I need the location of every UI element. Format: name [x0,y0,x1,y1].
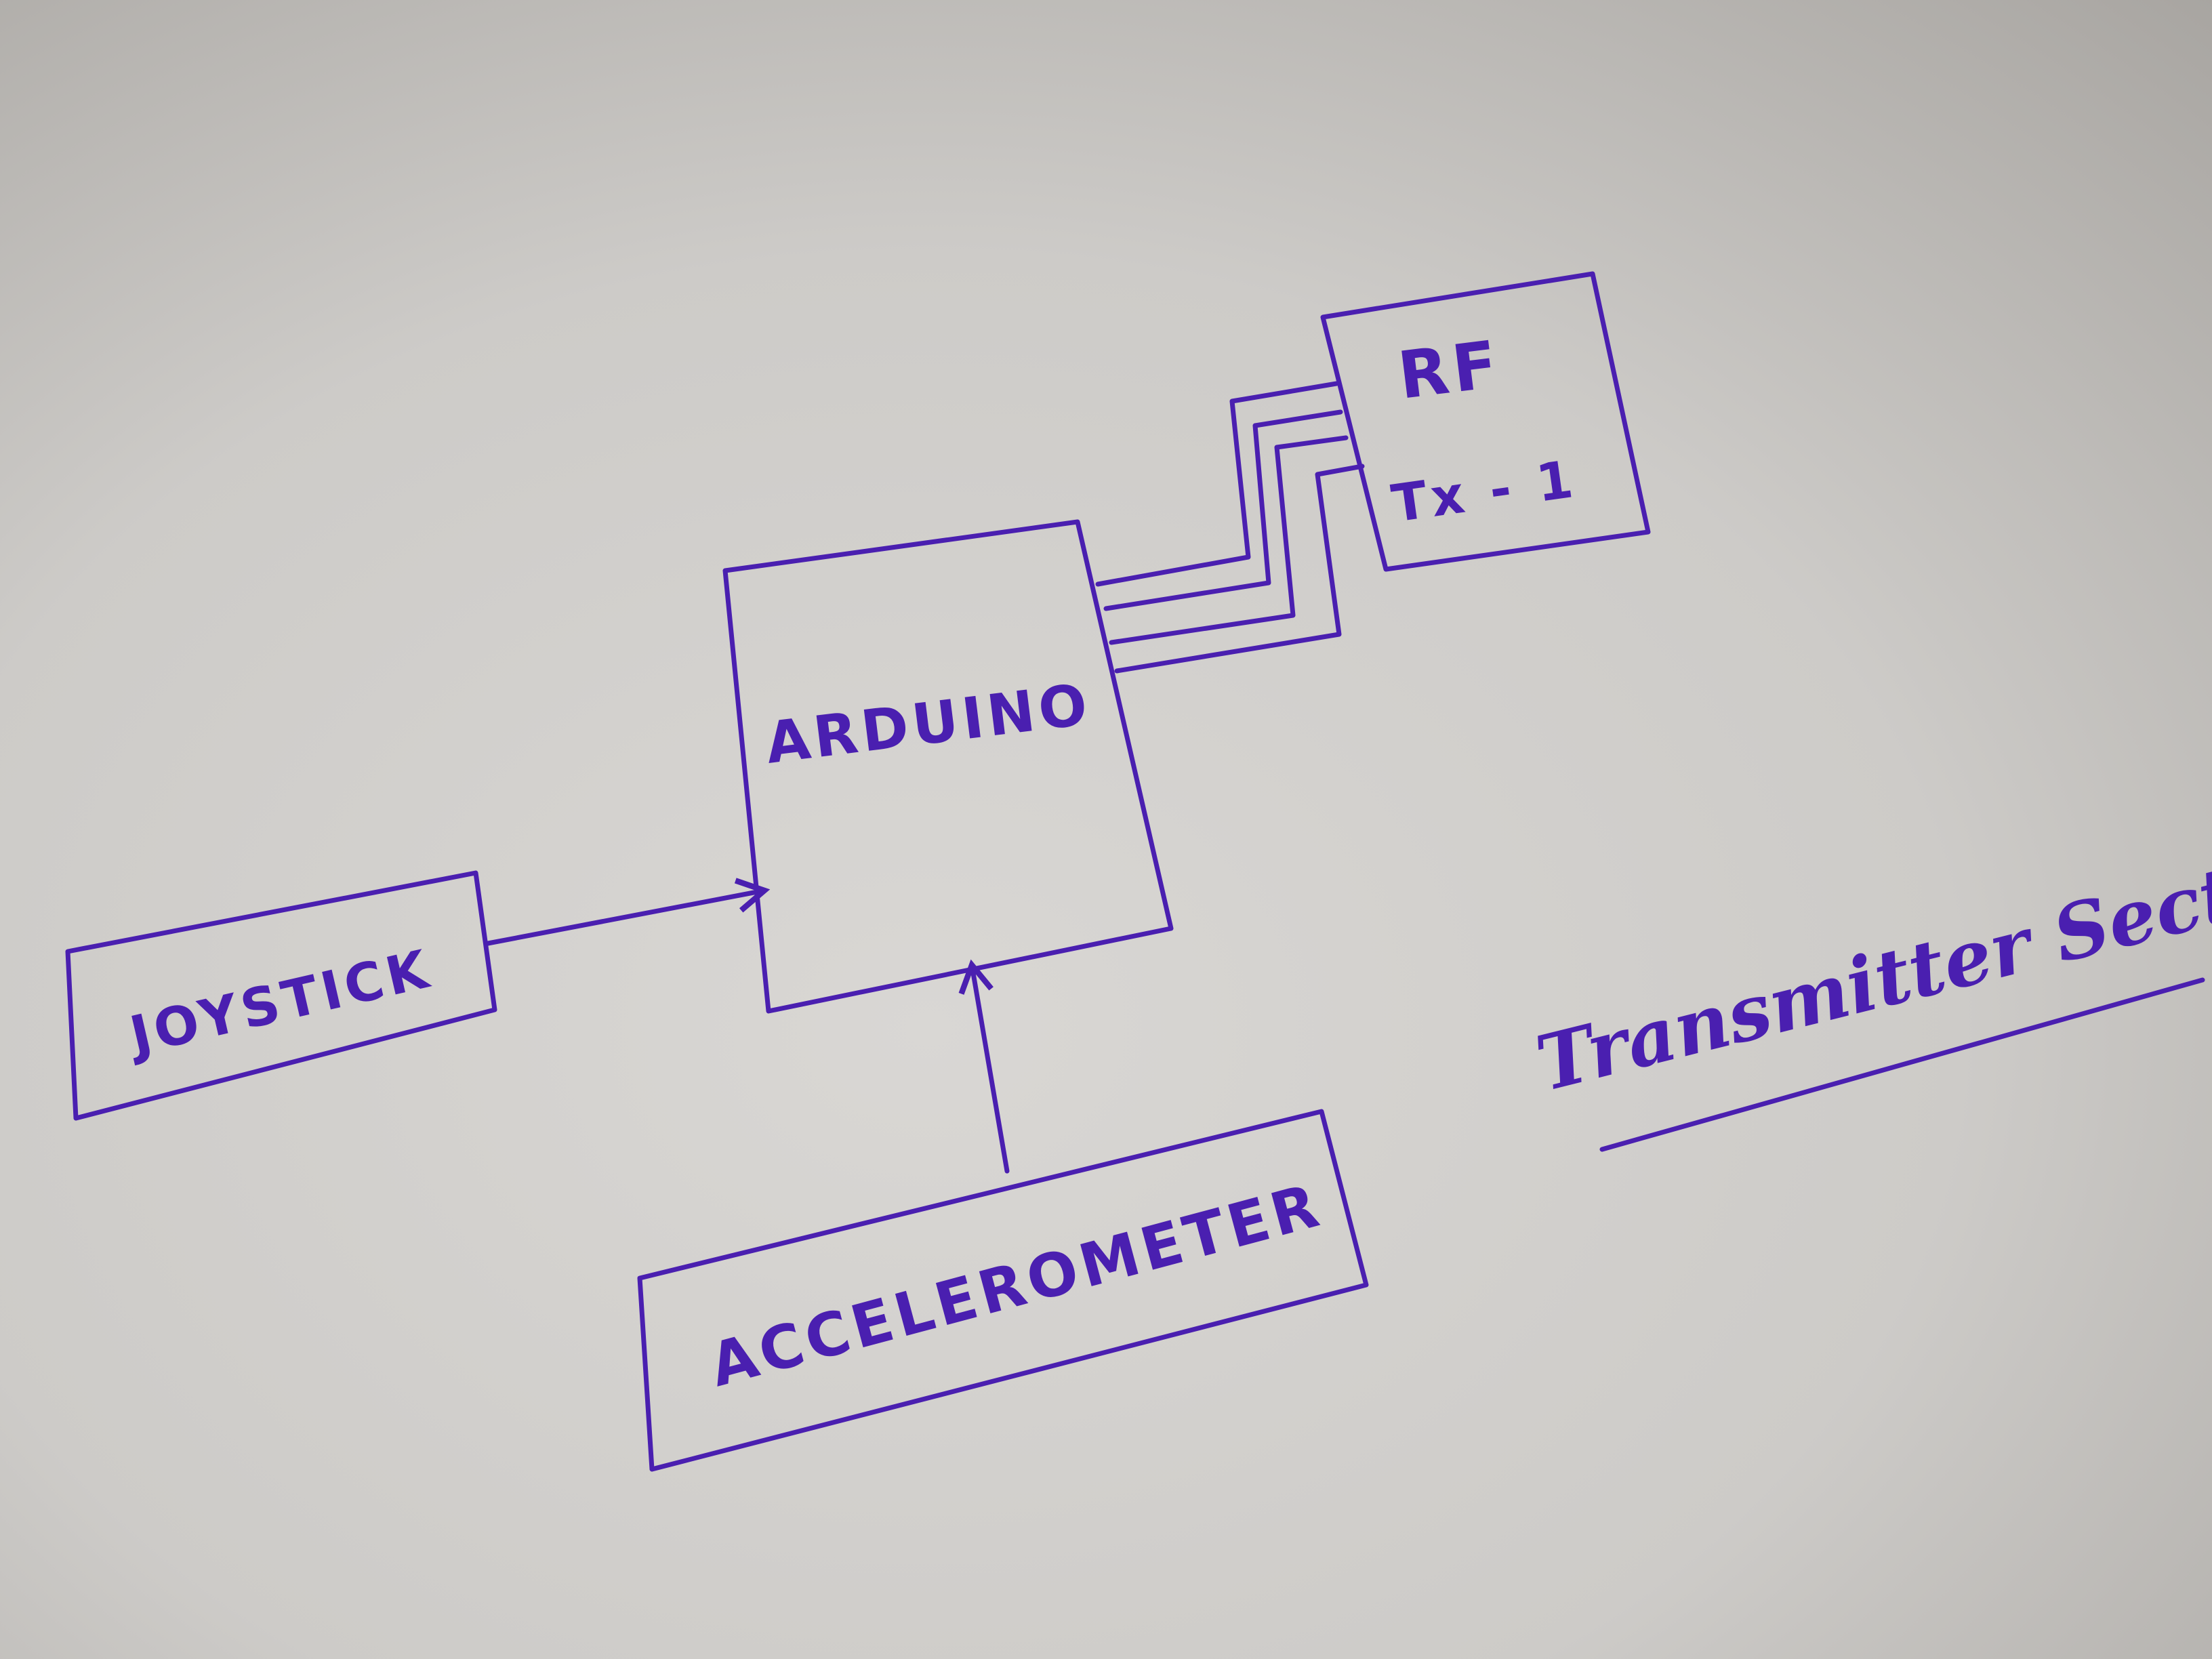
rf-tx-box [1320,271,1651,572]
wire-bundle [1095,381,1365,674]
wire-3 [1109,435,1349,645]
wire-1 [1095,381,1339,587]
caption-underline [1599,977,2205,1152]
arrow-joystick-to-arduino [485,878,771,946]
arrow-accelerometer-to-arduino [958,959,1010,1174]
wire-4 [1114,464,1365,674]
arduino-box [722,519,1174,1014]
rf-label: RF [1394,326,1505,414]
wire-2 [1103,409,1343,611]
accelerometer-box [637,1109,1369,1472]
joystick-box [65,870,497,1121]
